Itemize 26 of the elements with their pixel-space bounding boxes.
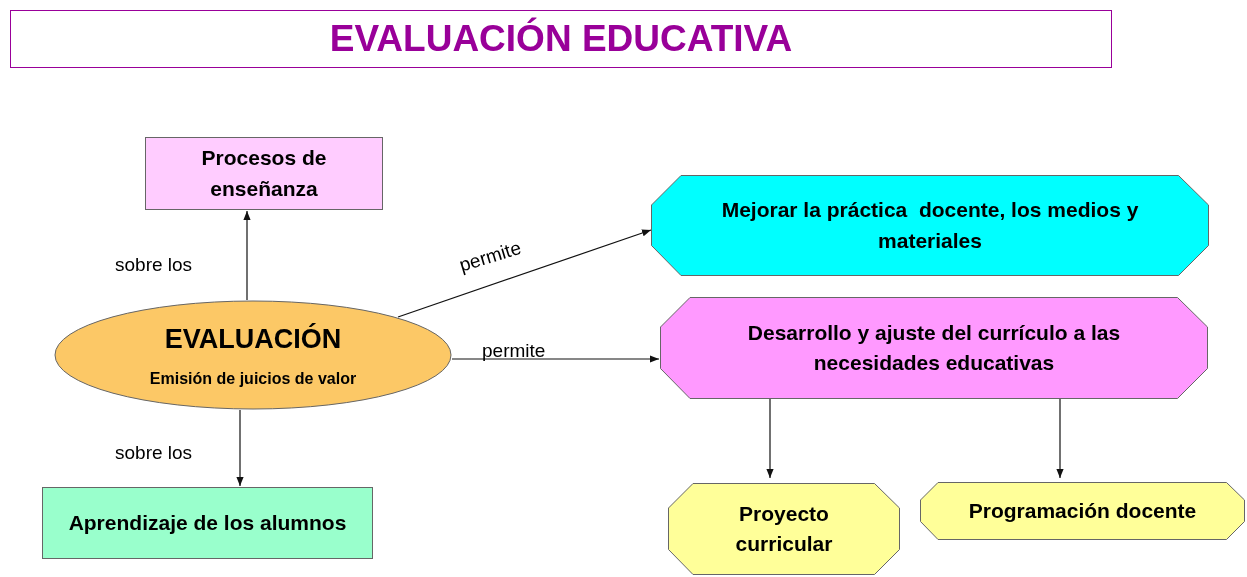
concept-box bbox=[145, 137, 383, 210]
octagon-box bbox=[920, 482, 1245, 540]
node-text: Aprendizaje de los alumnos bbox=[67, 509, 348, 536]
node-text: Procesos de enseñanza bbox=[200, 145, 328, 202]
arrow bbox=[243, 210, 251, 301]
arrow bbox=[766, 398, 774, 479]
ellipse-node bbox=[54, 300, 452, 410]
node-heading: EVALUACIÓN bbox=[163, 322, 343, 356]
octagon-box bbox=[651, 175, 1209, 276]
concept-box bbox=[42, 487, 373, 559]
arrow bbox=[1056, 398, 1064, 479]
title: EVALUACIÓN EDUCATIVA bbox=[329, 16, 793, 62]
node-text: Mejorar la práctica docente, los medios y materiales bbox=[720, 197, 1140, 254]
edge-label: permite bbox=[455, 235, 525, 278]
arrow bbox=[451, 355, 660, 363]
arrow bbox=[397, 229, 652, 318]
arrow bbox=[236, 409, 244, 487]
edge-label: sobre los bbox=[115, 253, 193, 277]
node-text: Programación docente bbox=[967, 497, 1198, 524]
node-text: Emisión de juicios de valor bbox=[148, 368, 358, 389]
node-text: Proyecto curricular bbox=[734, 500, 834, 557]
edge-label: permite bbox=[482, 339, 546, 363]
edge-label: sobre los bbox=[115, 441, 193, 465]
octagon-box bbox=[660, 297, 1208, 399]
node-text: Desarrollo y ajuste del currículo a las necesidades educativas bbox=[746, 319, 1122, 376]
octagon-box bbox=[668, 483, 900, 575]
